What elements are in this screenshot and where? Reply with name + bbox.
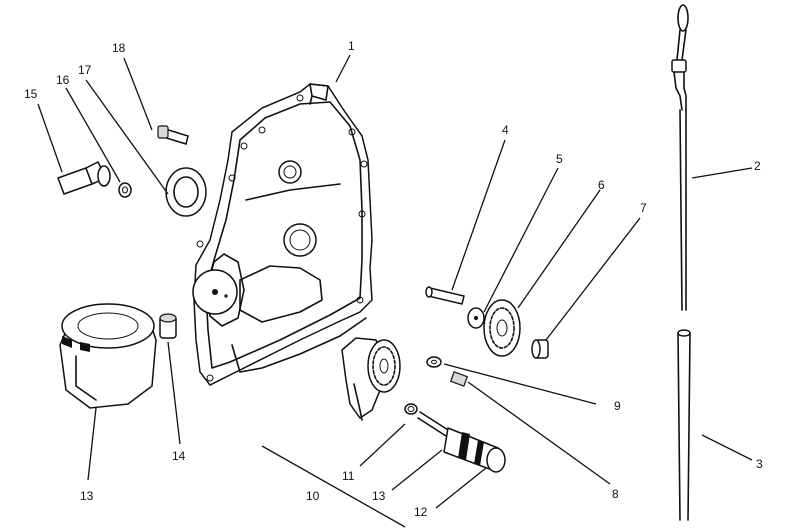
- oil-seal: [165, 167, 207, 217]
- leader-10: [261, 445, 406, 528]
- elbow-fitting: [57, 160, 111, 195]
- leader-8: [467, 381, 611, 485]
- washer: [426, 356, 442, 368]
- leader-6: [517, 189, 601, 309]
- leader-17: [85, 79, 169, 195]
- leader-14: [167, 341, 181, 445]
- callout-14: 14: [172, 449, 186, 463]
- callout-1: 1: [348, 39, 355, 53]
- callout-labels: 1 2 3 4 5 6 7 8 9 10 11 12 13 13 14 15 1…: [24, 39, 763, 519]
- hex-bolt: [449, 371, 469, 387]
- filter-adapter: [159, 313, 177, 339]
- leader-15: [37, 103, 63, 173]
- leader-13b: [391, 449, 443, 491]
- leader-13a: [87, 407, 97, 481]
- callout-5: 5: [556, 152, 563, 166]
- callout-7: 7: [640, 201, 647, 215]
- leader-1: [335, 54, 351, 83]
- gear-retainer: [467, 307, 485, 329]
- leader-9: [443, 363, 597, 405]
- oil-filter: [59, 303, 157, 409]
- gear-case-cover: [192, 83, 373, 386]
- leader-16: [65, 87, 121, 183]
- callout-13b: 13: [372, 489, 386, 503]
- callout-13a: 13: [80, 489, 94, 503]
- leader-12: [435, 467, 487, 509]
- callout-10: 10: [306, 489, 320, 503]
- callout-9: 9: [614, 399, 621, 413]
- callout-11: 11: [342, 469, 355, 483]
- callout-3: 3: [756, 457, 763, 471]
- governor-gear: [483, 299, 521, 357]
- callout-18: 18: [112, 41, 126, 55]
- leader-lines: [37, 54, 753, 528]
- oil-pickup-screen: [417, 411, 506, 473]
- callout-15: 15: [24, 87, 38, 101]
- callout-16: 16: [56, 73, 70, 87]
- leader-3: [701, 434, 753, 461]
- leader-11: [359, 423, 406, 467]
- plug: [531, 339, 549, 359]
- o-ring: [404, 403, 418, 415]
- callout-12: 12: [414, 505, 428, 519]
- callout-6: 6: [598, 178, 605, 192]
- leader-7: [545, 217, 641, 341]
- callout-4: 4: [502, 123, 509, 137]
- leader-2: [691, 167, 753, 179]
- dipstick: [671, 4, 689, 311]
- leader-5: [483, 167, 559, 313]
- leader-4: [451, 139, 506, 291]
- cover-bolt: [157, 125, 189, 145]
- oil-pump-assembly: [341, 337, 401, 421]
- leader-18: [123, 57, 153, 131]
- callout-8: 8: [612, 487, 619, 501]
- callout-2: 2: [754, 159, 761, 173]
- gear-shaft: [425, 286, 465, 305]
- callout-17: 17: [78, 63, 92, 77]
- dipstick-tube: [677, 329, 691, 521]
- sealing-washer: [118, 182, 132, 198]
